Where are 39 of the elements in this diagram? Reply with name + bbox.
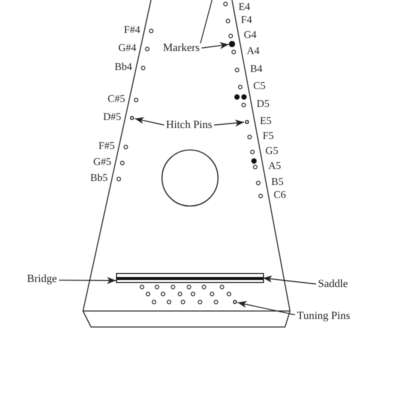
part-label: Markers — [161, 42, 202, 54]
note-label: G#5 — [93, 157, 112, 169]
note-label: D#5 — [103, 112, 122, 124]
part-label: Saddle — [316, 278, 350, 290]
note-label: C#5 — [108, 94, 126, 106]
note-label: F#5 — [98, 141, 115, 153]
note-label: F4 — [240, 15, 252, 27]
leader-arrow — [134, 117, 164, 126]
leader-arrow — [214, 120, 245, 127]
note-label: E4 — [238, 2, 250, 14]
marker-dot — [229, 41, 235, 47]
bridge-bar — [116, 273, 264, 283]
leader-arrow — [237, 301, 296, 316]
part-label: Bridge — [25, 273, 59, 285]
note-label: D5 — [256, 99, 270, 111]
part-label: Hitch Pins — [164, 119, 214, 131]
leader-arrow — [58, 276, 116, 284]
note-label: G#4 — [118, 43, 136, 55]
note-label: C6 — [274, 190, 286, 202]
note-label: C5 — [253, 81, 266, 93]
note-label: F5 — [262, 131, 274, 143]
saddle-bar — [117, 276, 263, 280]
note-label: Bb5 — [90, 173, 108, 185]
note-label: B4 — [250, 64, 262, 76]
note-label: E5 — [260, 116, 272, 128]
tuning-pin — [232, 300, 238, 304]
note-label: G4 — [244, 30, 257, 42]
note-label: G5 — [265, 146, 278, 158]
hitch-pin — [130, 116, 134, 120]
note-label: B5 — [271, 177, 284, 189]
hitch-pin — [244, 120, 249, 124]
note-label: A4 — [246, 46, 260, 58]
note-label: A5 — [268, 161, 282, 173]
leader-arrow — [201, 42, 230, 50]
note-label: F#4 — [124, 25, 140, 37]
note-label: Bb4 — [114, 62, 132, 74]
leader-arrow — [262, 276, 316, 284]
leader-line — [200, 0, 212, 44]
part-label: Tuning Pins — [295, 310, 352, 322]
